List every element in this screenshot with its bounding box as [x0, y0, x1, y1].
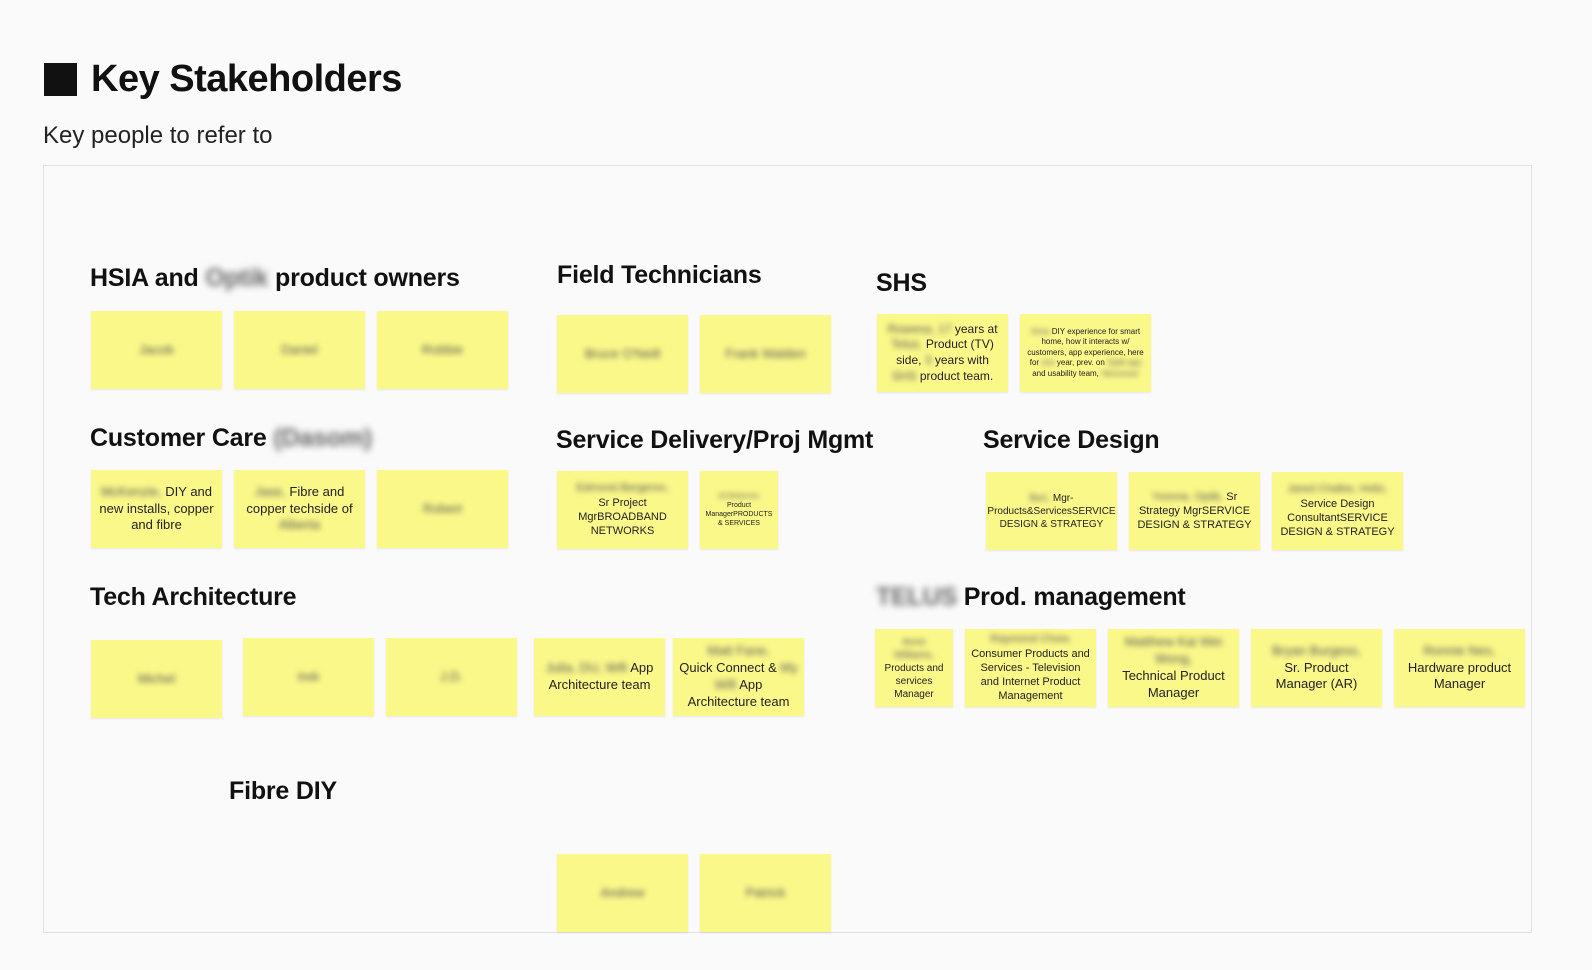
sticky-note[interactable]: Daniel: [234, 311, 365, 389]
sticky-note[interactable]: Raymond Chow,Consumer Products and Servi…: [965, 629, 1096, 707]
section-title-prod-management: TELUS Prod. management: [876, 583, 1186, 611]
sticky-note[interactable]: Michel: [91, 640, 222, 718]
page-header: Key Stakeholders: [44, 58, 402, 101]
sticky-note[interactable]: McKenzie, DIY and new installs, copper a…: [91, 470, 222, 548]
sticky-note[interactable]: Frank Walden: [700, 315, 831, 393]
sticky-note[interactable]: Robbie: [377, 311, 508, 389]
section-title-shs: SHS: [876, 269, 927, 297]
section-title-fibre-diy: Fibre DIY: [229, 777, 337, 805]
sticky-note[interactable]: Robert: [377, 470, 508, 548]
sticky-note[interactable]: Ben, Mgr-Products&ServicesSERVICE DESIGN…: [986, 472, 1117, 550]
sticky-note[interactable]: Julia, DU, Wifi App Architecture team: [534, 638, 665, 716]
sticky-note[interactable]: Edmond Bergeron,Sr Project MgrBROADBAND …: [557, 471, 688, 549]
section-title-hsia: HSIA and Optik product owners: [90, 264, 460, 292]
sticky-note[interactable]: Anna DIY experience for smart home, how …: [1020, 314, 1151, 392]
sticky-note[interactable]: Rowena, 17 years at Telus. Product (TV) …: [877, 314, 1008, 392]
sticky-note[interactable]: Jacob: [91, 311, 222, 389]
page-title: Key Stakeholders: [91, 58, 402, 100]
section-title-customer-care: Customer Care (Dasom): [90, 424, 372, 452]
sticky-note[interactable]: Jared Chafee, Holtz, Service Design Cons…: [1272, 472, 1403, 550]
title-square-icon: [44, 63, 77, 96]
sticky-note[interactable]: J.D.: [386, 638, 517, 716]
page-subtitle: Key people to refer to: [43, 122, 273, 149]
sticky-note[interactable]: Bruce O'Neill: [557, 315, 688, 393]
sticky-note[interactable]: Bryan Burgess,Sr. Product Manager (AR): [1251, 629, 1382, 707]
sticky-note[interactable]: Matthew Kai Wei Wong,Technical Product M…: [1108, 629, 1239, 707]
sticky-note[interactable]: Ronnie Neo,Hardware product Manager: [1394, 629, 1525, 707]
sticky-note[interactable]: Yvonne, Optik, Sr Strategy MgrSERVICE DE…: [1129, 472, 1260, 550]
sticky-note[interactable]: Patrick: [700, 854, 831, 932]
section-title-service-delivery: Service Delivery/Proj Mgmt: [556, 426, 874, 454]
sticky-note[interactable]: Jase, Fibre and copper techside of Alber…: [234, 470, 365, 548]
sticky-note[interactable]: Andrew: [557, 854, 688, 932]
sticky-note[interactable]: Jill Blakeman,Product ManagerPRODUCTS & …: [700, 471, 778, 549]
stakeholder-board[interactable]: HSIA and Optik product owners Jacob Dani…: [43, 165, 1532, 933]
section-title-field-technicians: Field Technicians: [557, 261, 762, 289]
section-title-tech-architecture: Tech Architecture: [90, 583, 297, 611]
sticky-note[interactable]: Anne Williams,Products and services Mana…: [875, 629, 953, 707]
sticky-note[interactable]: Matt Fane, Quick Connect & My Wifi App A…: [673, 638, 804, 716]
sticky-note[interactable]: Irek: [243, 638, 374, 716]
section-title-service-design: Service Design: [983, 426, 1160, 454]
